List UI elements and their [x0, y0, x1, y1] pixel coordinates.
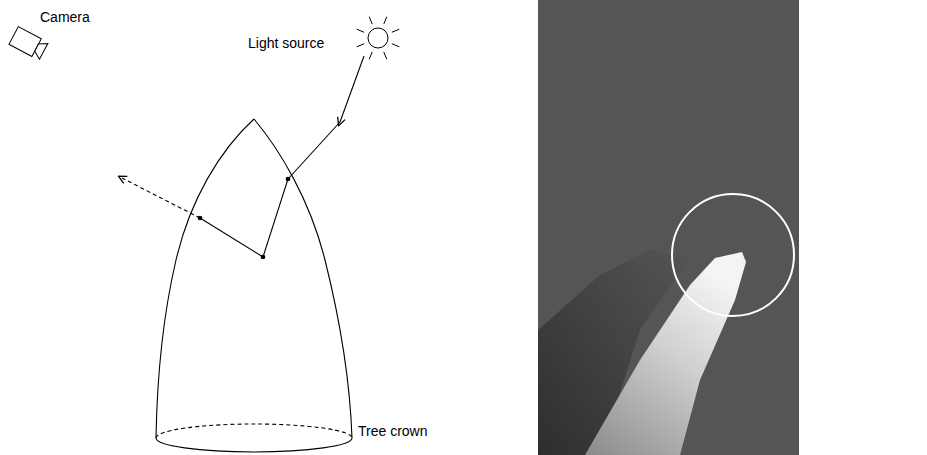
- sun-ray: [392, 29, 399, 32]
- camera-label: Camera: [40, 10, 90, 25]
- sun-ray: [384, 52, 387, 59]
- rendered-image: [538, 0, 799, 455]
- sun-ray: [357, 44, 364, 47]
- light-source-label: Light source: [248, 36, 324, 51]
- sun-ray: [392, 44, 399, 47]
- sun-ray: [384, 17, 387, 24]
- camera-symbol: [9, 27, 48, 61]
- light-path: [122, 56, 364, 259]
- sun-ray: [369, 52, 372, 59]
- sun-ray: [369, 17, 372, 24]
- sun-ray: [357, 29, 364, 32]
- tree-crown-label: Tree crown: [358, 424, 428, 439]
- tree-crown-outline: [156, 119, 352, 452]
- light-source-symbol: [357, 17, 399, 59]
